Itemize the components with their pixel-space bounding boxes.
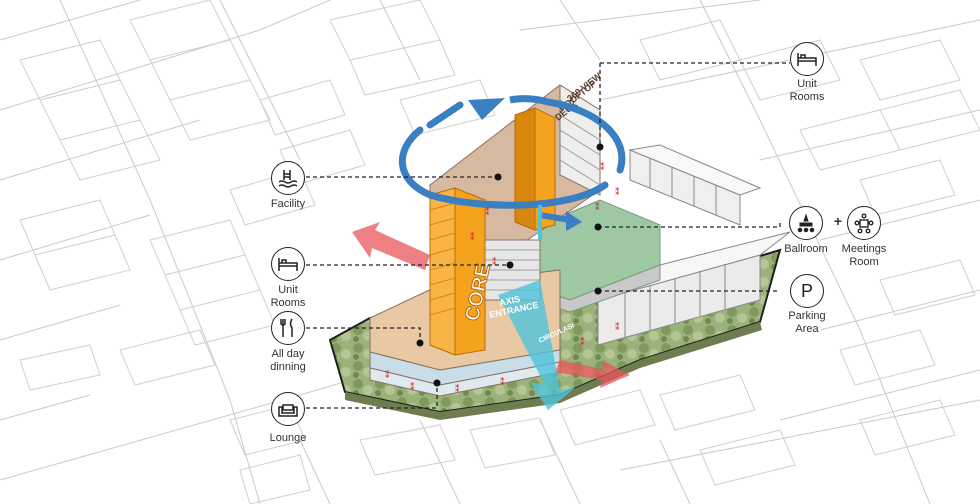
circulation-ring	[398, 95, 626, 240]
svg-text:⁑: ⁑	[615, 321, 620, 332]
parking-icon: P	[790, 274, 824, 308]
parking-symbol: P	[800, 280, 813, 301]
svg-text:⁑: ⁑	[600, 161, 605, 172]
leader-lines	[306, 62, 790, 409]
svg-text:⁑: ⁑	[385, 369, 390, 380]
svg-text:⁑: ⁑	[410, 381, 415, 392]
dining-icon	[271, 311, 305, 345]
facility-label: Facility	[270, 198, 306, 210]
ballroom-icon	[789, 206, 823, 240]
view-arrows	[352, 222, 630, 388]
axis-text: AXIS	[498, 294, 521, 308]
plus-sign: +	[833, 213, 843, 229]
svg-text:⁑: ⁑	[500, 376, 505, 387]
ballroom-label: Ballroom	[784, 243, 828, 255]
svg-text:⁑: ⁑	[485, 206, 490, 217]
sofa-icon	[271, 392, 305, 426]
svg-text:⁑: ⁑	[470, 231, 475, 242]
svg-text:⁑: ⁑	[595, 201, 600, 212]
core-tower: CORE	[429, 187, 495, 356]
svg-text:⁑: ⁑	[580, 336, 585, 347]
rooftop-tower	[514, 107, 556, 231]
pool-icon	[271, 161, 305, 195]
meeting-icon	[847, 206, 881, 240]
svg-text:⁑: ⁑	[615, 186, 620, 197]
svg-text:⁑: ⁑	[492, 256, 497, 267]
bed-icon	[271, 247, 305, 281]
lounge-label: Lounge	[269, 432, 307, 444]
bed-icon	[790, 42, 824, 76]
svg-text:⁑: ⁑	[455, 383, 460, 394]
people-markers: ⁑ ⁑ ⁑ ⁑ ⁑ ⁑ ⁑ ⁑ ⁑ ⁑ ⁑ ⁑	[385, 161, 620, 394]
leader-dots	[416, 143, 604, 387]
entrance-arrow: AXIS ENTRANCE CIRCULASI	[488, 280, 575, 410]
